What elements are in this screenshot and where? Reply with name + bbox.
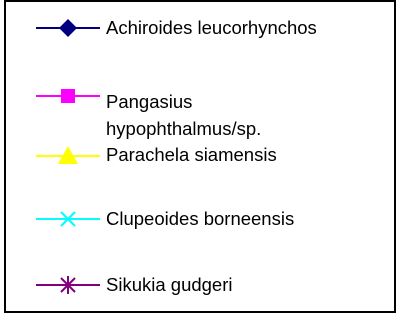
legend-label-achiroides: Achiroides leucorhynchos — [106, 17, 317, 38]
diamond-marker-icon — [36, 19, 100, 37]
legend-label-sikukia: Sikukia gudgeri — [106, 274, 233, 295]
legend-label-clupeoides: Clupeoides borneensis — [106, 208, 295, 229]
legend-label-parachela: Parachela siamensis — [106, 144, 277, 165]
x-marker-icon — [36, 211, 100, 227]
square-marker-icon — [36, 89, 100, 103]
triangle-marker-icon — [36, 146, 100, 164]
legend-label-pangasius-line2: hypophthalmus/sp. — [106, 118, 262, 139]
chart-legend: Achiroides leucorhynchos Pangasius hypop… — [4, 0, 396, 313]
legend-label-pangasius-line1: Pangasius — [106, 91, 193, 112]
asterisk-marker-icon — [36, 276, 100, 294]
